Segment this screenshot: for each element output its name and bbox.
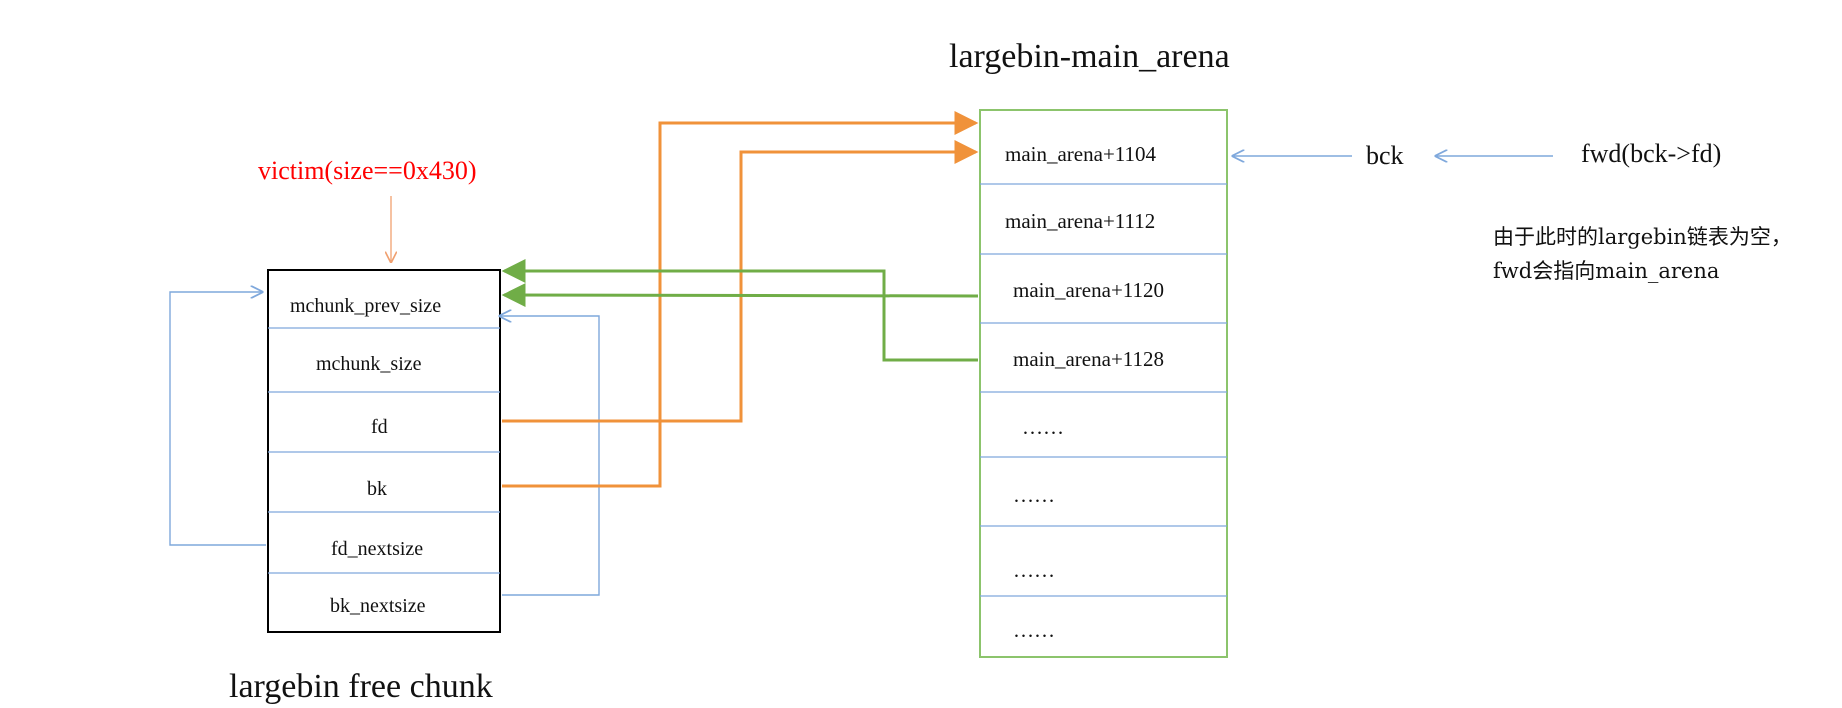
arena-box <box>979 109 1228 658</box>
arena-title: largebin-main_arena <box>949 38 1230 75</box>
bk-nextsize-self-link <box>500 316 600 596</box>
note-line-2: fwd会指向main_arena <box>1493 259 1720 283</box>
chunk-title: largebin free chunk <box>229 668 493 705</box>
arena-1128-pointer-arrow <box>501 259 978 362</box>
fd-nextsize-self-link <box>169 292 266 546</box>
arena-entry-1128: main_arena+1128 <box>1013 347 1165 371</box>
arena-entry-ellipsis: …… <box>1013 618 1055 642</box>
arena-entry-ellipsis: …… <box>1013 558 1055 582</box>
fwd-label: fwd(bck->fd) <box>1581 139 1722 168</box>
victim-label: victim(size==0x430) <box>258 156 477 185</box>
chunk-field-mchunk-size: mchunk_size <box>316 353 422 375</box>
note-line-1: 由于此时的largebin链表为空， <box>1493 225 1792 249</box>
arena-1120-pointer-arrow <box>501 283 979 308</box>
chunk-field-fd-nextsize: fd_nextsize <box>331 538 424 560</box>
bck-label: bck <box>1366 141 1404 170</box>
fd-pointer-arrow <box>502 140 979 423</box>
chunk-field-fd: fd <box>371 416 388 438</box>
chunk-field-mchunk-prev-size: mchunk_prev_size <box>290 295 442 317</box>
bk-pointer-arrow <box>502 111 979 488</box>
chunk-box <box>267 269 501 633</box>
chunk-field-bk: bk <box>367 478 387 500</box>
arena-entry-1104: main_arena+1104 <box>1005 142 1157 166</box>
chunk-field-bk-nextsize: bk_nextsize <box>330 595 426 617</box>
arena-entry-1120: main_arena+1120 <box>1013 278 1165 302</box>
arena-entry-ellipsis: …… <box>1013 483 1055 507</box>
arena-entry-1112: main_arena+1112 <box>1005 209 1156 233</box>
arena-entry-ellipsis: …… <box>1022 415 1064 439</box>
